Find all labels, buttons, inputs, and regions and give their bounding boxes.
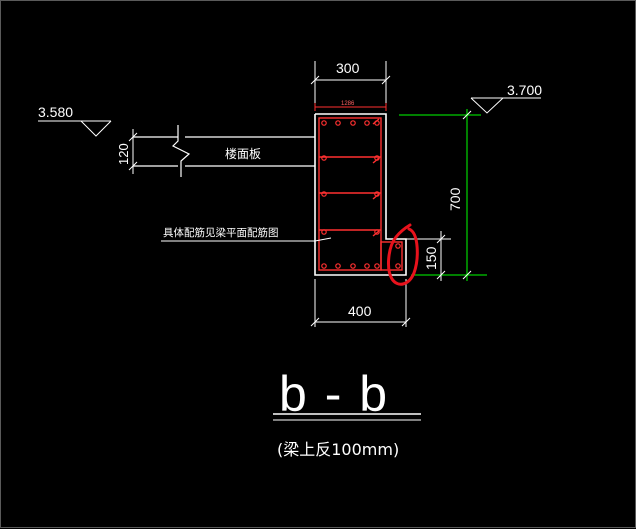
dim-bottom-label: 400 <box>348 303 372 319</box>
leader-extension <box>314 237 332 242</box>
dim-right-700-ticks <box>462 110 472 280</box>
dim-top-small-label: 1286 <box>341 101 355 107</box>
floor-slab <box>133 125 315 177</box>
dim-top-small <box>314 103 387 111</box>
elevation-right-label: 3.700 <box>507 82 542 98</box>
rebar-bars <box>321 120 401 269</box>
dim-right-label: 700 <box>447 187 463 211</box>
dim-top-300 <box>310 61 391 109</box>
elevation-left-label: 3.580 <box>38 104 73 120</box>
dim-ledge-label: 150 <box>423 246 439 270</box>
dim-right-700 <box>399 109 487 281</box>
dim-slab-120 <box>128 129 138 174</box>
elevation-marker-right <box>470 97 541 114</box>
dim-bottom-400 <box>310 279 411 327</box>
section-title: b - b <box>279 366 389 422</box>
dim-top-label: 300 <box>336 60 360 76</box>
markup-circle <box>387 223 419 286</box>
dim-ledge-150 <box>406 231 451 281</box>
section-subtitle: (梁上反100mm) <box>277 440 399 459</box>
rebar-note: 具体配筋见梁平面配筋图 <box>163 226 279 239</box>
slab-label: 楼面板 <box>225 146 261 161</box>
beam-outline <box>314 113 407 276</box>
dim-slab-label: 120 <box>116 143 131 165</box>
elevation-marker-left <box>38 120 112 137</box>
